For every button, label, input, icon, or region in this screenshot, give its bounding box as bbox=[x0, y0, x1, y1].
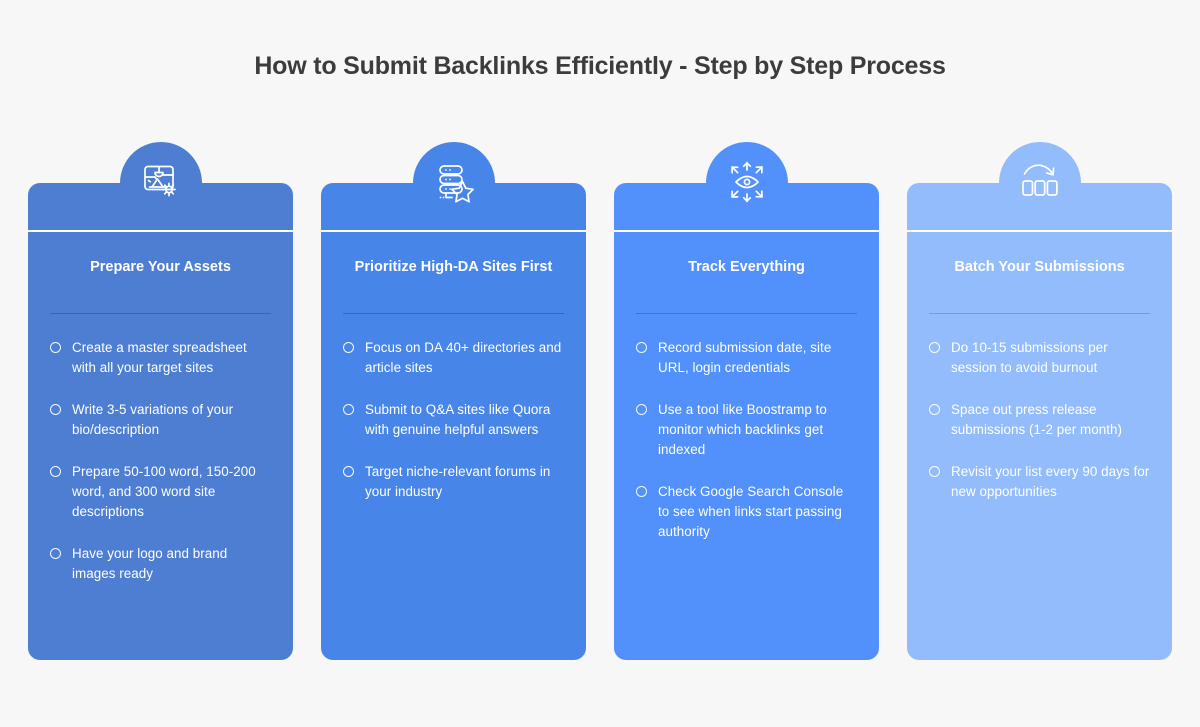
circle-bullet-icon bbox=[929, 465, 940, 477]
circle-bullet-icon bbox=[50, 465, 61, 477]
circle-bullet-icon bbox=[50, 342, 61, 353]
card-heading: Track Everything bbox=[688, 259, 805, 275]
circle-bullet-icon bbox=[636, 403, 647, 415]
list-item[interactable]: Write 3-5 variations of your bio/descrip… bbox=[50, 400, 271, 440]
card-heading: Prepare Your Assets bbox=[90, 259, 231, 275]
card-header-band-4 bbox=[907, 183, 1172, 232]
card-header-band-1 bbox=[28, 183, 293, 232]
card-body-4: Batch Your Submissions Do 10-15 submissi… bbox=[907, 183, 1172, 660]
list-item-text: Record submission date, site URL, login … bbox=[658, 340, 832, 375]
card-heading: Batch Your Submissions bbox=[954, 259, 1125, 275]
card-list-2: Focus on DA 40+ directories and article … bbox=[343, 338, 564, 502]
circle-bullet-icon bbox=[929, 342, 940, 353]
circle-bullet-icon bbox=[636, 342, 647, 353]
server-star-icon bbox=[426, 154, 482, 210]
list-item[interactable]: Have your logo and brand images ready bbox=[50, 544, 271, 584]
circle-bullet-icon bbox=[50, 403, 61, 415]
card-content-3: Track Everything Record submission date,… bbox=[614, 232, 879, 660]
card-header-band-3 bbox=[614, 183, 879, 232]
circle-bullet-icon bbox=[929, 403, 940, 415]
card-body-3: Track Everything Record submission date,… bbox=[614, 183, 879, 660]
list-item-text: Do 10-15 submissions per session to avoi… bbox=[951, 340, 1108, 375]
card-heading: Prioritize High-DA Sites First bbox=[354, 259, 553, 275]
list-item[interactable]: Create a master spreadsheet with all you… bbox=[50, 338, 271, 378]
card-header-band-2 bbox=[321, 183, 586, 232]
list-item[interactable]: Use a tool like Boostramp to monitor whi… bbox=[636, 400, 857, 460]
card-body-1: Prepare Your Assets Create a master spre… bbox=[28, 183, 293, 660]
list-item-text: Submit to Q&A sites like Quora with genu… bbox=[365, 401, 551, 437]
circle-bullet-icon bbox=[636, 485, 647, 497]
list-item[interactable]: Check Google Search Console to see when … bbox=[636, 482, 857, 542]
list-item-text: Revisit your list every 90 days for new … bbox=[951, 463, 1150, 499]
card-divider bbox=[343, 313, 564, 314]
card-list-1: Create a master spreadsheet with all you… bbox=[50, 338, 271, 584]
list-item[interactable]: Revisit your list every 90 days for new … bbox=[929, 462, 1150, 502]
list-item-text: Prepare 50-100 word, 150-200 word, and 3… bbox=[72, 463, 256, 519]
circle-bullet-icon bbox=[343, 465, 354, 477]
step-card-batch-your-submissions[interactable]: Batch Your Submissions Do 10-15 submissi… bbox=[907, 142, 1172, 660]
list-item[interactable]: Prepare 50-100 word, 150-200 word, and 3… bbox=[50, 462, 271, 522]
page-title: How to Submit Backlinks Efficiently - St… bbox=[254, 52, 946, 80]
image-settings-icon bbox=[133, 154, 189, 210]
batch-arrow-icon bbox=[1012, 154, 1068, 210]
step-card-track-everything[interactable]: Track Everything Record submission date,… bbox=[614, 142, 879, 660]
steps-card-row: Prepare Your Assets Create a master spre… bbox=[28, 142, 1172, 660]
step-card-prepare-your-assets[interactable]: Prepare Your Assets Create a master spre… bbox=[28, 142, 293, 660]
circle-bullet-icon bbox=[343, 342, 354, 353]
list-item-text: Use a tool like Boostramp to monitor whi… bbox=[658, 401, 827, 457]
list-item-text: Have your logo and brand images ready bbox=[72, 545, 228, 581]
list-item[interactable]: Space out press release submissions (1-2… bbox=[929, 400, 1150, 440]
list-item-text: Target niche-relevant forums in your ind… bbox=[365, 463, 551, 499]
list-item[interactable]: Focus on DA 40+ directories and article … bbox=[343, 338, 564, 378]
list-item-text: Space out press release submissions (1-2… bbox=[951, 401, 1123, 437]
circle-bullet-icon bbox=[343, 403, 354, 415]
eye-monitor-icon bbox=[719, 154, 775, 210]
card-content-1: Prepare Your Assets Create a master spre… bbox=[28, 232, 293, 660]
list-item-text: Focus on DA 40+ directories and article … bbox=[365, 340, 562, 375]
list-item-text: Check Google Search Console to see when … bbox=[658, 483, 844, 539]
card-content-4: Batch Your Submissions Do 10-15 submissi… bbox=[907, 232, 1172, 660]
card-content-2: Prioritize High-DA Sites First Focus on … bbox=[321, 232, 586, 660]
list-item-text: Write 3-5 variations of your bio/descrip… bbox=[72, 401, 234, 437]
card-divider bbox=[929, 313, 1150, 314]
card-list-3: Record submission date, site URL, login … bbox=[636, 338, 857, 542]
step-card-prioritize-high-da-sites-first[interactable]: Prioritize High-DA Sites First Focus on … bbox=[321, 142, 586, 660]
circle-bullet-icon bbox=[50, 547, 61, 559]
card-body-2: Prioritize High-DA Sites First Focus on … bbox=[321, 183, 586, 660]
list-item-text: Create a master spreadsheet with all you… bbox=[72, 340, 247, 375]
card-list-4: Do 10-15 submissions per session to avoi… bbox=[929, 338, 1150, 502]
list-item[interactable]: Do 10-15 submissions per session to avoi… bbox=[929, 338, 1150, 378]
list-item[interactable]: Submit to Q&A sites like Quora with genu… bbox=[343, 400, 564, 440]
list-item[interactable]: Record submission date, site URL, login … bbox=[636, 338, 857, 378]
card-divider bbox=[636, 313, 857, 314]
list-item[interactable]: Target niche-relevant forums in your ind… bbox=[343, 462, 564, 502]
card-divider bbox=[50, 313, 271, 314]
